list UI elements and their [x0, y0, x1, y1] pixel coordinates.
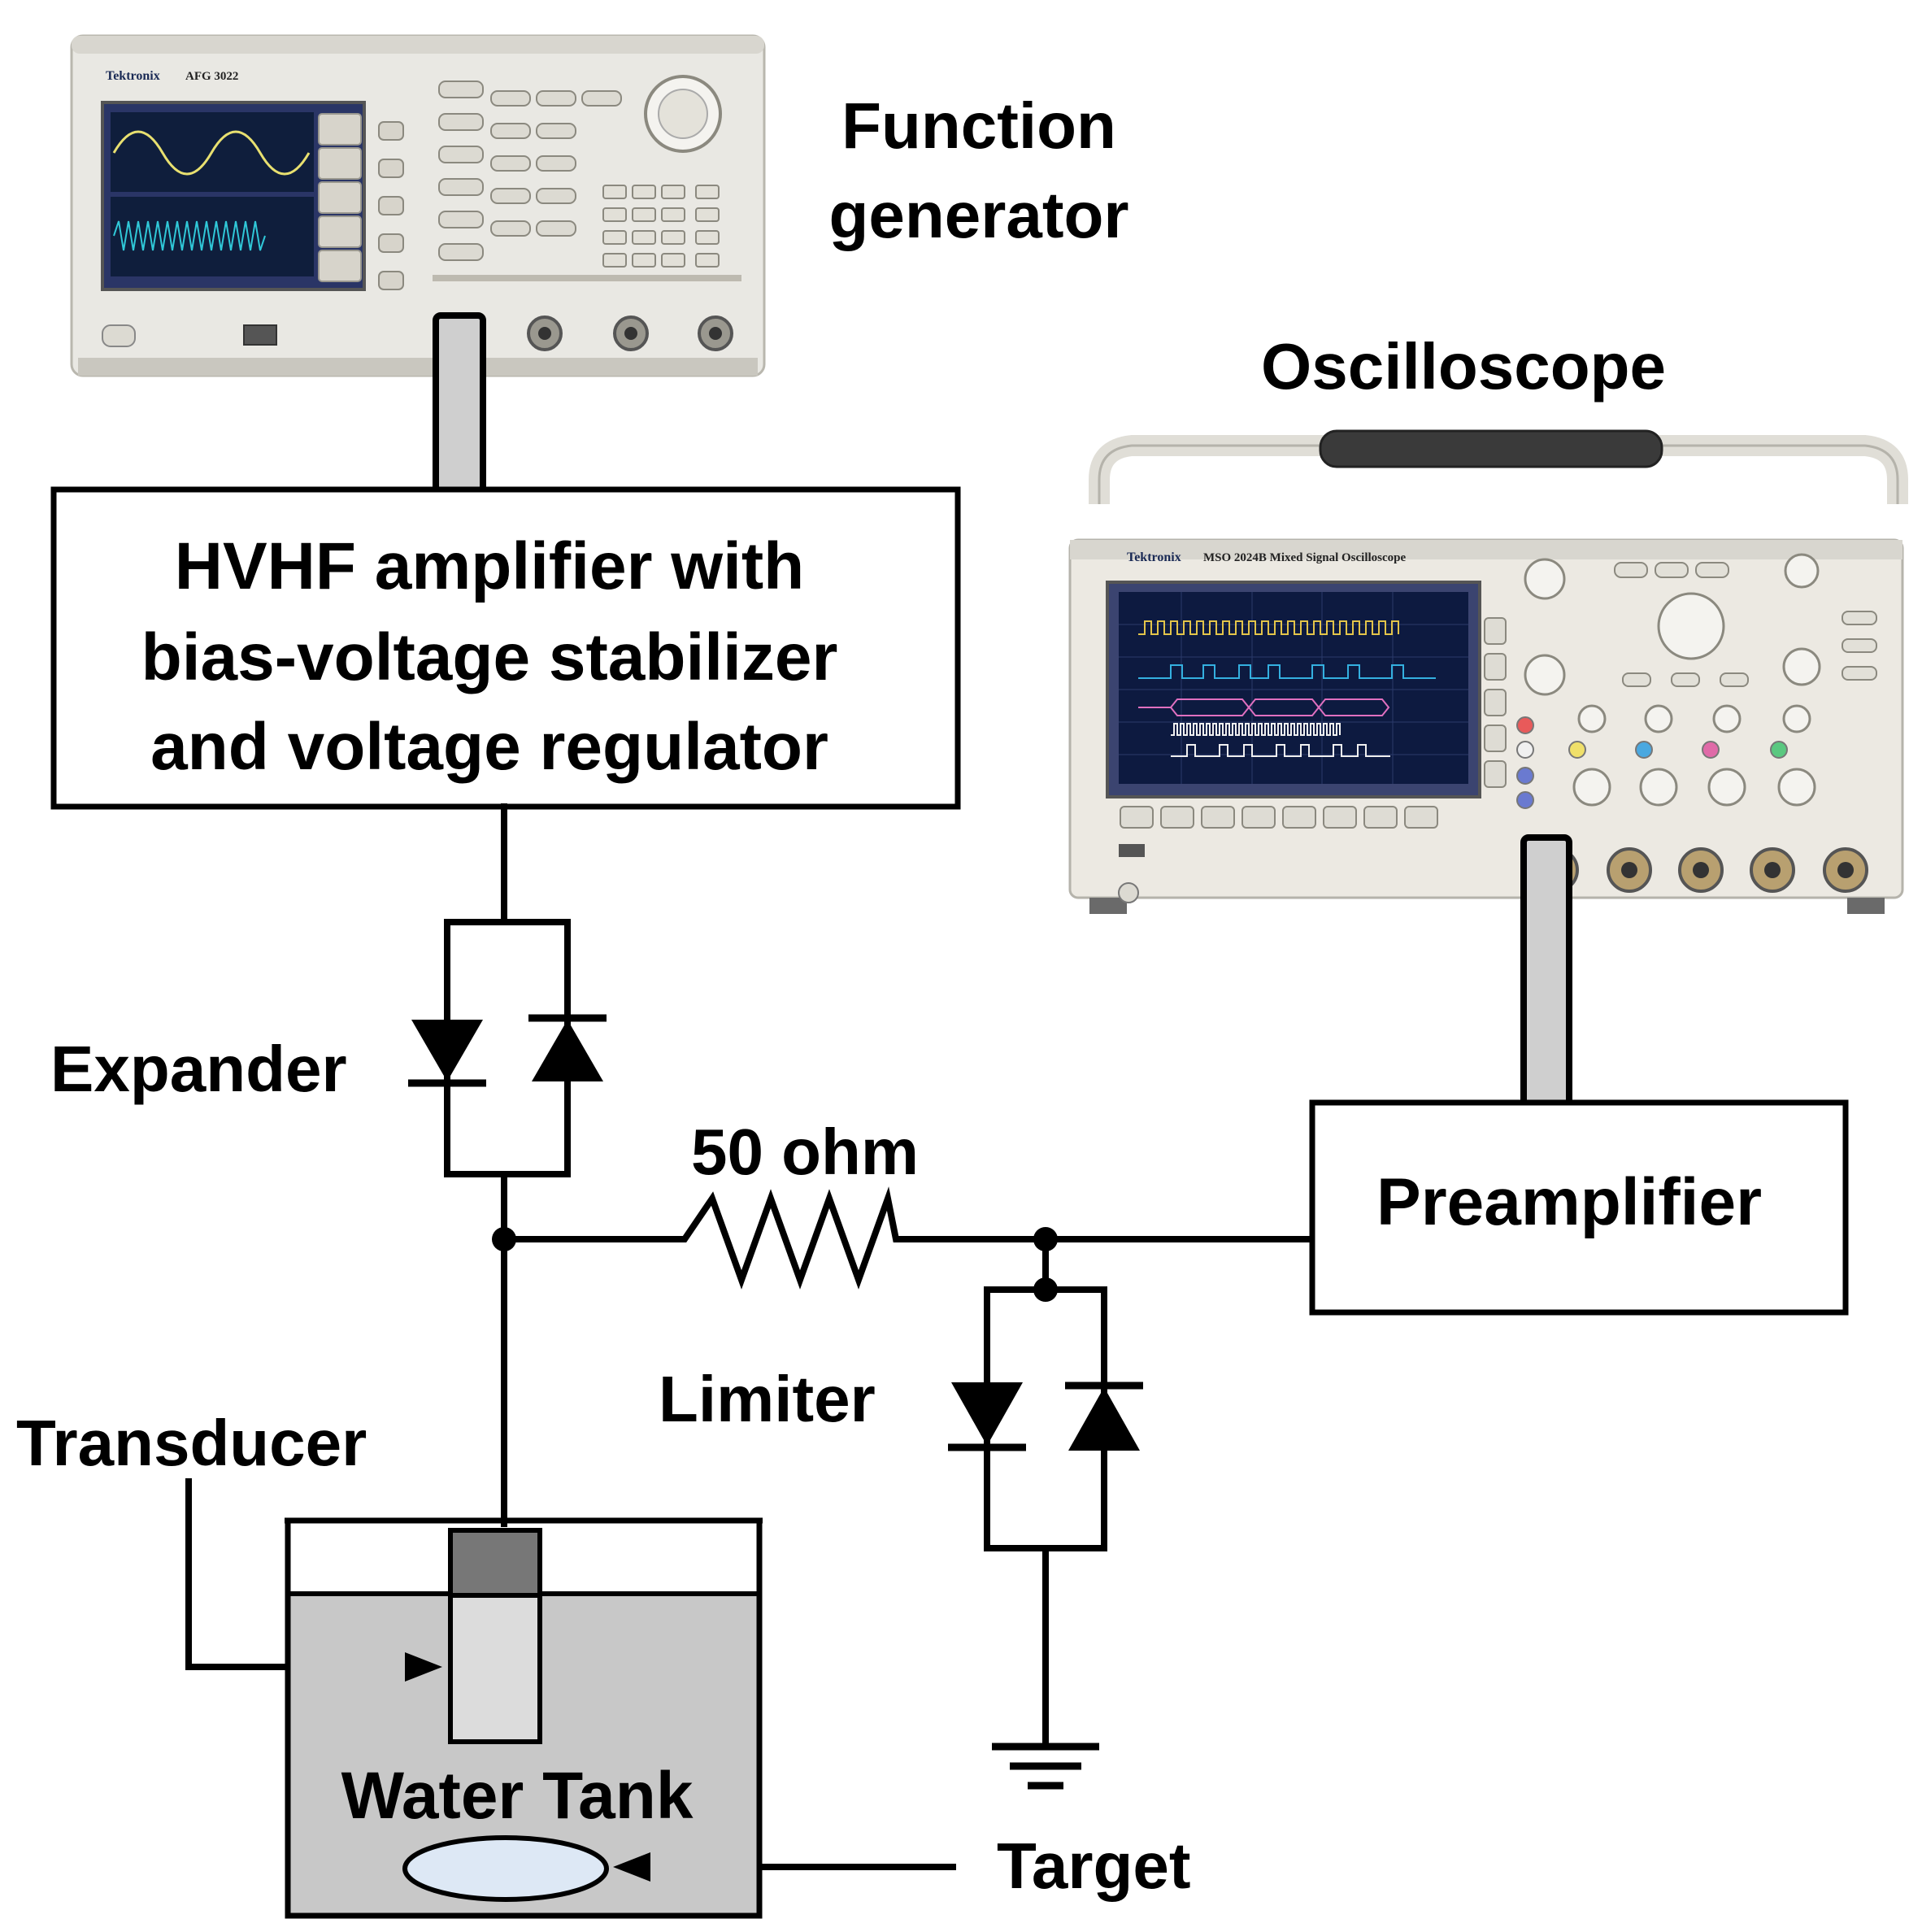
amplifier-label-line1: HVHF amplifier with — [175, 529, 805, 603]
function-generator-label-line1: Function — [841, 89, 1116, 162]
fg-model-text: AFG 3022 — [185, 70, 238, 83]
water-tank-label: Water Tank — [341, 1759, 694, 1833]
scope-trace-clk — [1138, 620, 1399, 635]
fg-output-connectors[interactable] — [527, 315, 733, 351]
fg-modulated-trace — [113, 220, 266, 251]
scope-trace-clk2 — [1171, 723, 1341, 736]
scope-model-text: MSO 2024B Mixed Signal Oscilloscope — [1203, 551, 1407, 564]
oscilloscope-instrument: Tektronix MSO 2024B Mixed Signal Oscillo… — [1068, 429, 1908, 914]
transducer-label: Transducer — [16, 1407, 367, 1479]
fg-brand-text: Tektronix — [106, 69, 160, 83]
fg-sine-trace — [112, 130, 311, 176]
junction-dot-left — [492, 1227, 516, 1251]
fg-power-button[interactable] — [102, 324, 136, 347]
function-generator-instrument: Tektronix AFG 3022 — [70, 34, 766, 377]
amplifier-label-line3: and voltage regulator — [150, 710, 828, 784]
target-label: Target — [997, 1830, 1191, 1902]
fg-function-buttons[interactable] — [438, 80, 622, 261]
scope-trace-bus — [1138, 698, 1390, 716]
scope-cable — [1520, 834, 1572, 1109]
transducer — [448, 1528, 542, 1744]
scope-usb-port — [1119, 844, 1145, 857]
expander-label: Expander — [50, 1033, 347, 1105]
preamplifier-box — [1309, 1099, 1849, 1316]
scope-knobs[interactable] — [1524, 553, 1821, 807]
amplifier-label-line2: bias-voltage stabilizer — [141, 620, 838, 694]
ground-symbol — [992, 1743, 1099, 1790]
limiter-diodes — [948, 1286, 1143, 1551]
scope-power-button[interactable] — [1118, 882, 1139, 903]
scope-brand-text: Tektronix — [1127, 550, 1181, 564]
fg-cable — [433, 312, 486, 494]
junction-dot-right — [1033, 1227, 1058, 1251]
fg-keypad[interactable] — [602, 185, 720, 268]
scope-channel-buttons[interactable] — [1516, 716, 1788, 809]
expander-diodes — [408, 919, 607, 1177]
scope-handle — [1319, 429, 1663, 468]
target-arrow-head — [613, 1852, 650, 1882]
preamplifier-label: Preamplifier — [1376, 1165, 1762, 1239]
scope-trace-data2 — [1171, 744, 1390, 757]
limiter-label: Limiter — [659, 1363, 876, 1435]
scope-side-buttons[interactable] — [1484, 617, 1507, 788]
scope-bottom-buttons[interactable] — [1120, 806, 1438, 829]
resistor-label: 50 ohm — [691, 1116, 919, 1188]
amplifier-box — [50, 486, 961, 810]
scope-trace-data — [1138, 664, 1436, 679]
oscilloscope-label: Oscilloscope — [1261, 330, 1666, 402]
target-ellipse — [402, 1835, 609, 1902]
transducer-arrow-head — [405, 1652, 442, 1682]
fg-usb-port — [243, 324, 277, 346]
scope-menu-buttons[interactable] — [1614, 562, 1877, 687]
fg-softkeys[interactable] — [378, 121, 404, 290]
function-generator-label-line2: generator — [829, 179, 1129, 251]
